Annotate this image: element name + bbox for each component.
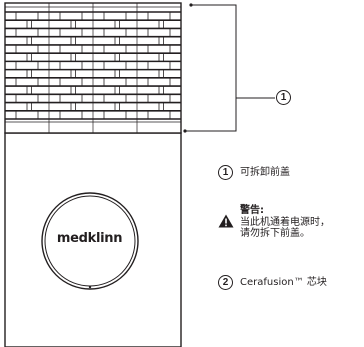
legend-label: 可拆卸前盖 <box>240 166 290 178</box>
warning-text: 警告: 当此机通着电源时， 请勿拆下前盖。 <box>240 205 330 240</box>
legend-label: Cerafusion™ 芯块 <box>240 276 327 288</box>
logo-badge <box>41 192 139 290</box>
legend-number: 2 <box>218 275 233 290</box>
front-cover <box>4 2 182 134</box>
logo-text: medklinn <box>56 231 123 246</box>
callout-bracket <box>183 3 275 133</box>
warning-block: 警告: 当此机通着电源时， 请勿拆下前盖。 <box>218 205 330 240</box>
callout-number: 1 <box>276 90 291 105</box>
warning-line: 请勿拆下前盖。 <box>240 228 310 239</box>
legend-item-cerafusion: 2 Cerafusion™ 芯块 <box>218 275 327 290</box>
legend-item-front-cover: 1 可拆卸前盖 <box>218 165 290 180</box>
legend-number: 1 <box>218 165 233 180</box>
vent-grille <box>5 3 181 133</box>
warning-title: 警告: <box>240 205 264 216</box>
warning-triangle-icon <box>218 214 234 228</box>
callout-marker-front-cover: 1 <box>276 90 291 105</box>
warning-line: 当此机通着电源时， <box>240 216 330 228</box>
